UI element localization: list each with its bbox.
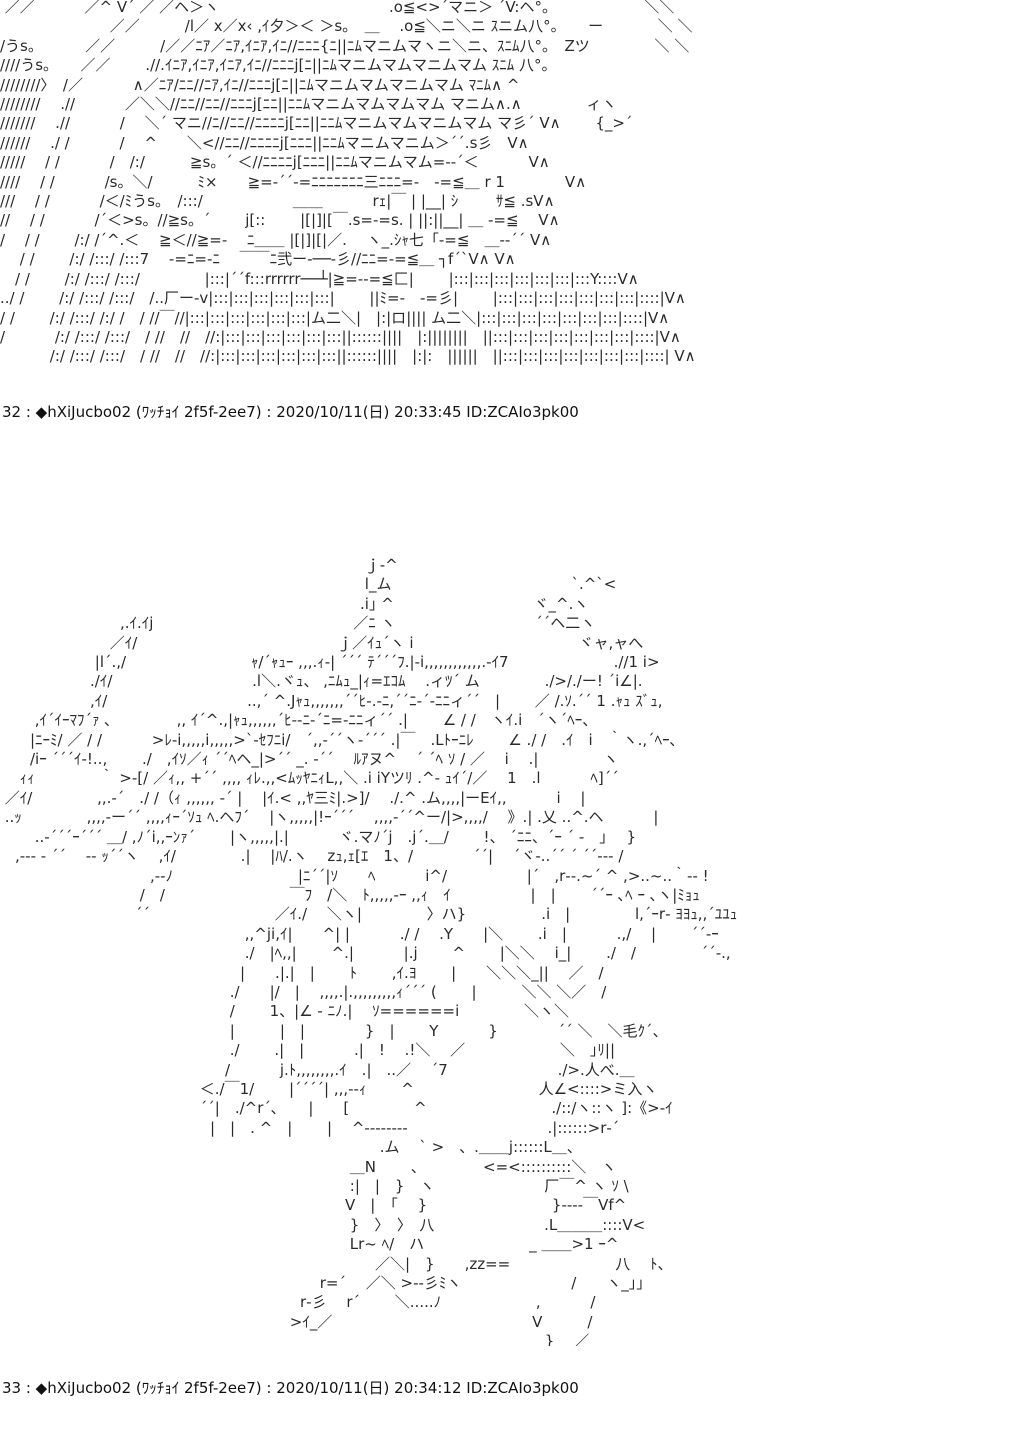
post-header-33: 33 : ◆hXiJucbo02 (ﾜｯﾁｮｲ 2f5f-2ee7) : 202… xyxy=(2,1379,579,1397)
ascii-art-castle: ／／ ／^ V´ ／ ／ヘ＞ヽ .o≦<>´マニ＞ ´V:ヘ°。 ＼＼ ／／ /… xyxy=(0,0,696,366)
ascii-art-knight-figure: ｊ-^ l_ム `.^`< .i｣ ^ ヾ_^.ヽ ,.ｲ.ｲj ／ﾆ ヽ ´´… xyxy=(4,556,738,1346)
post-header-32: 32 : ◆hXiJucbo02 (ﾜｯﾁｮｲ 2f5f-2ee7) : 202… xyxy=(2,403,579,421)
